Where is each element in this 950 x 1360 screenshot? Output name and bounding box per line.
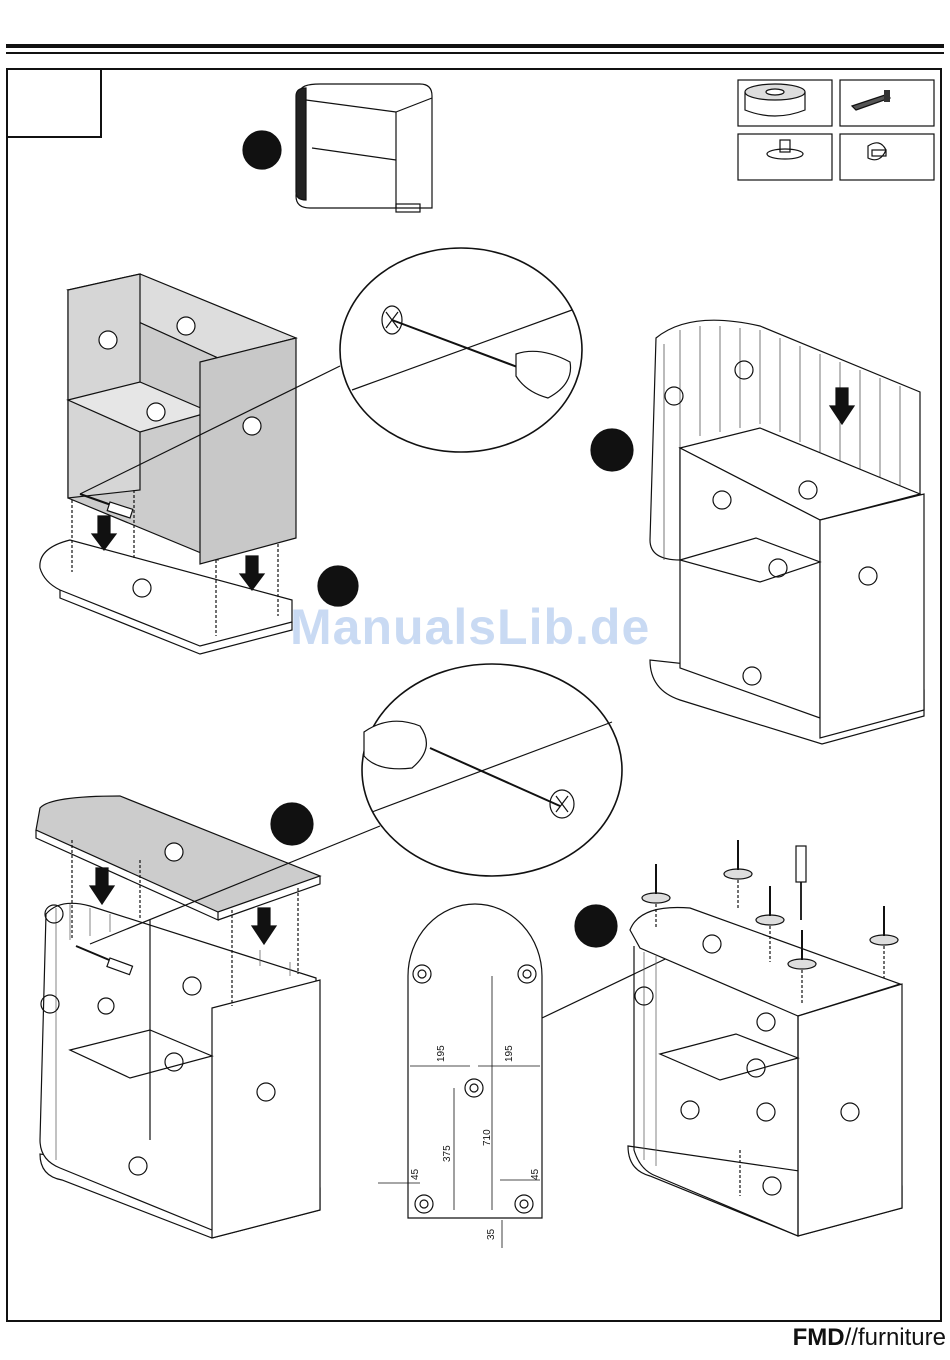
detail-magnifier-screw-1 [340, 248, 582, 452]
step-marker-d [271, 803, 313, 845]
dimension-label-375: 375 [442, 1145, 453, 1162]
brand-separator: // [845, 1324, 858, 1351]
feet-fitting [628, 840, 902, 1236]
hardware-legend [738, 80, 934, 180]
dimension-label-710: 710 [482, 1129, 493, 1146]
top-panel-assembly [36, 796, 380, 1238]
dimension-label-45-left: 45 [410, 1168, 421, 1180]
step-marker-a [243, 131, 281, 169]
brand-rest: furniture [858, 1324, 946, 1351]
foot-position-plan [378, 904, 680, 1248]
arrow-down-icon [90, 868, 114, 904]
arrow-down-icon [92, 516, 116, 550]
dimension-label-195-right: 195 [504, 1045, 515, 1062]
arrow-down-icon [240, 556, 264, 590]
detail-magnifier-screw-2 [362, 664, 622, 876]
dimension-label-35: 35 [486, 1228, 497, 1240]
watermark: ManualsLib.de [290, 598, 650, 656]
carcass-assembly [40, 274, 340, 654]
brand-logo: FMD//furniture [793, 1324, 946, 1352]
brand-bold: FMD [793, 1324, 845, 1351]
dimension-label-195-left: 195 [436, 1045, 447, 1062]
step-marker-e [575, 905, 617, 947]
finished-cabinet-thumbnail [296, 84, 432, 212]
tambour-insertion [650, 320, 924, 744]
arrow-down-icon [252, 908, 276, 944]
step-marker-c [591, 429, 633, 471]
dimension-label-45-right: 45 [530, 1168, 541, 1180]
